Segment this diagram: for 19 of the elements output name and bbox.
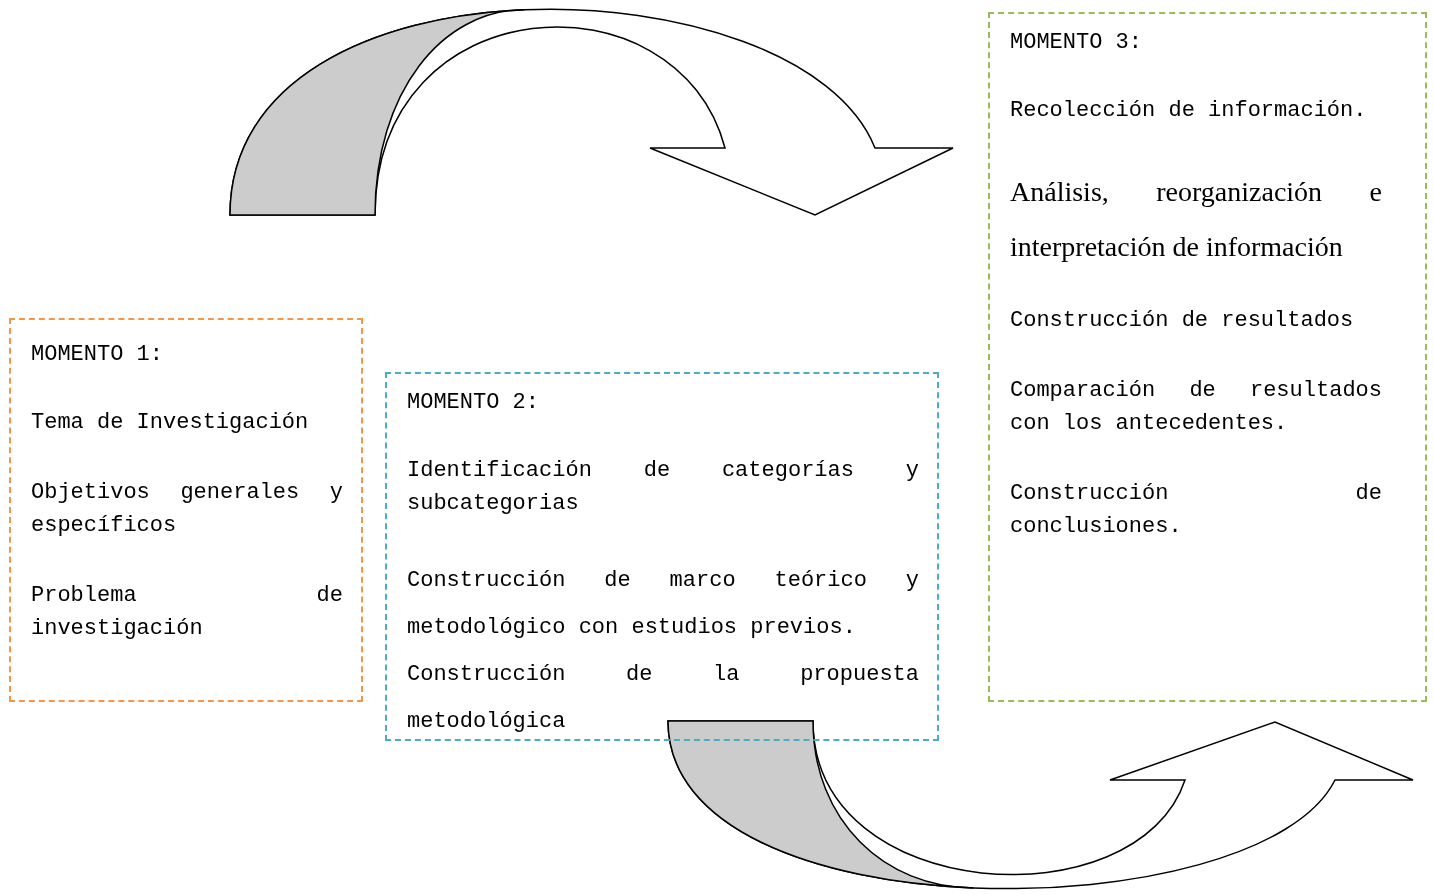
step-text: Análisis, reorganización e interpretación de información (1010, 175, 1382, 264)
step-text: Recolección de información. (1010, 97, 1368, 125)
stage-heading: MOMENTO 2: (407, 389, 541, 417)
step-text: Comparación de resultados con los antecedentes. (1010, 377, 1382, 438)
curved-block-arrow (667, 720, 1414, 889)
dashed-stage-box (385, 372, 939, 741)
step-text: Construcción de conclusiones. (1010, 480, 1382, 541)
step-text: Construcción de marco teórico y metodológico con estudios previos. (407, 567, 919, 642)
step-text: Construcción de resultados (1010, 307, 1355, 335)
stage-heading: MOMENTO 1: (31, 341, 165, 369)
step-text: Problema de investigación (31, 582, 343, 643)
curved-block-arrow (229, 9, 954, 216)
dashed-stage-box (9, 318, 363, 702)
step-text: Tema de Investigación (31, 409, 310, 437)
dashed-stage-box (988, 12, 1427, 702)
step-text: Identificación de categorías y subcategorias (407, 457, 919, 518)
stage-heading: MOMENTO 3: (1010, 29, 1144, 57)
step-text: Construcción de la propuesta metodológica (407, 661, 919, 736)
step-text: Objetivos generales y específicos (31, 479, 343, 540)
